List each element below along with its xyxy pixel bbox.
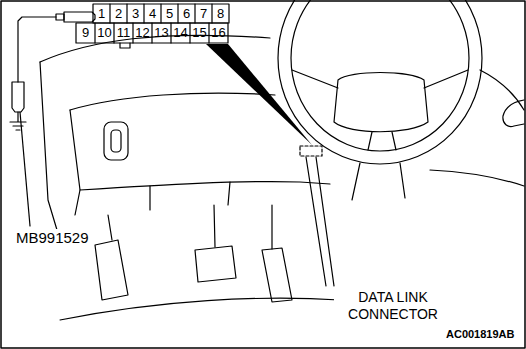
- ignition-switch: [111, 130, 121, 152]
- wire: [18, 17, 56, 82]
- pin-number: 7: [195, 4, 212, 23]
- pedal: [195, 246, 236, 282]
- pin-number: 10: [95, 23, 114, 43]
- pin-number: 16: [209, 23, 228, 43]
- pin-number: 8: [212, 4, 229, 23]
- leader-line: [306, 157, 334, 286]
- ground-symbol: [10, 112, 26, 130]
- pin-divider: [95, 23, 209, 43]
- dash-line: [75, 182, 230, 215]
- pin-number: 4: [144, 4, 161, 23]
- pin-divider: [110, 4, 212, 23]
- ignition-switch: [104, 122, 128, 160]
- pin-number: 13: [152, 23, 171, 43]
- connector-body: [93, 4, 229, 23]
- steering-spoke: [292, 70, 468, 150]
- pin-number: 2: [110, 4, 127, 23]
- pin-number: 1: [93, 4, 110, 23]
- pedal: [95, 240, 128, 300]
- pin-number: 11: [114, 23, 133, 43]
- pedal-arm: [108, 215, 112, 240]
- pin-number: 14: [171, 23, 190, 43]
- probe-clip: [12, 82, 24, 112]
- pin-number: 15: [190, 23, 209, 43]
- pedal: [262, 248, 292, 302]
- dash-line: [70, 93, 275, 110]
- pin-number: 5: [161, 4, 178, 23]
- dash-line: [430, 170, 524, 186]
- dash-line: [480, 70, 524, 110]
- pin-number: 9: [76, 23, 95, 43]
- leader-line: [20, 112, 30, 226]
- hand: [503, 100, 524, 127]
- probe-plug: [64, 12, 95, 22]
- pointer-wedge: [206, 44, 312, 145]
- connector-latch: [120, 43, 130, 48]
- pedal-arm: [271, 205, 272, 249]
- figure-code: AC001819AB: [446, 328, 514, 340]
- connector-body: [76, 23, 228, 43]
- connector-location: [300, 146, 322, 156]
- pin-number: 3: [127, 4, 144, 23]
- steering-wheel: [278, 0, 482, 164]
- pedal-arm: [214, 205, 215, 247]
- pin-number: 12: [133, 23, 152, 43]
- floor-line: [60, 298, 340, 320]
- tool-number: MB991529: [14, 229, 91, 246]
- part-name: DATA LINK CONNECTOR: [334, 289, 452, 323]
- steering-wheel: [291, 0, 469, 151]
- steering-hub: [334, 73, 428, 132]
- probe-plug: [56, 14, 64, 20]
- pin-number: 6: [178, 4, 195, 23]
- steering-column: [352, 163, 405, 200]
- pillar-line: [40, 62, 60, 240]
